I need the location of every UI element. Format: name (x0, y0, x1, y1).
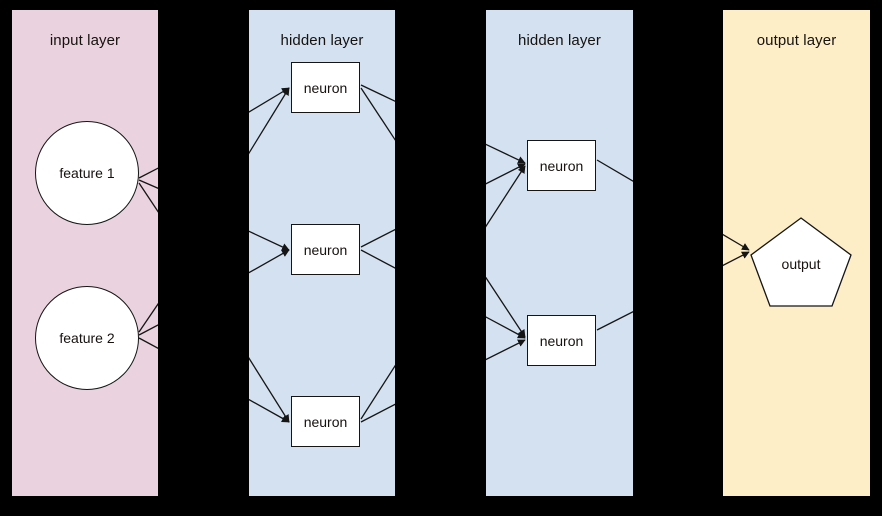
layer-title-input: input layer (49, 32, 121, 49)
node-hidden1-neuron-1-label: neuron (303, 79, 348, 96)
node-output-label: output (781, 256, 821, 272)
node-feature-1[interactable]: feature 1 (35, 121, 139, 225)
node-hidden1-neuron-2[interactable]: neuron (291, 224, 360, 275)
node-hidden2-neuron-2[interactable]: neuron (527, 315, 596, 366)
node-hidden2-neuron-1[interactable]: neuron (527, 140, 596, 191)
node-feature-2-label: feature 2 (59, 330, 115, 346)
node-hidden1-neuron-1[interactable]: neuron (291, 62, 360, 113)
layer-title-hidden-2: hidden layer (518, 32, 601, 49)
node-output[interactable]: output (748, 214, 854, 310)
node-hidden1-neuron-2-label: neuron (303, 241, 348, 258)
node-hidden1-neuron-3-label: neuron (303, 413, 348, 430)
node-hidden2-neuron-1-label: neuron (539, 157, 584, 174)
node-feature-2[interactable]: feature 2 (35, 286, 139, 390)
node-hidden2-neuron-2-label: neuron (539, 332, 584, 349)
node-feature-1-label: feature 1 (59, 165, 115, 181)
layer-panel-input[interactable]: input layer (12, 10, 158, 496)
pentagon-shape (750, 217, 852, 307)
layer-panel-hidden-2[interactable]: hidden layer (486, 10, 633, 496)
layer-title-output: output layer (756, 32, 837, 49)
layer-title-hidden-1: hidden layer (280, 32, 364, 49)
node-hidden1-neuron-3[interactable]: neuron (291, 396, 360, 447)
